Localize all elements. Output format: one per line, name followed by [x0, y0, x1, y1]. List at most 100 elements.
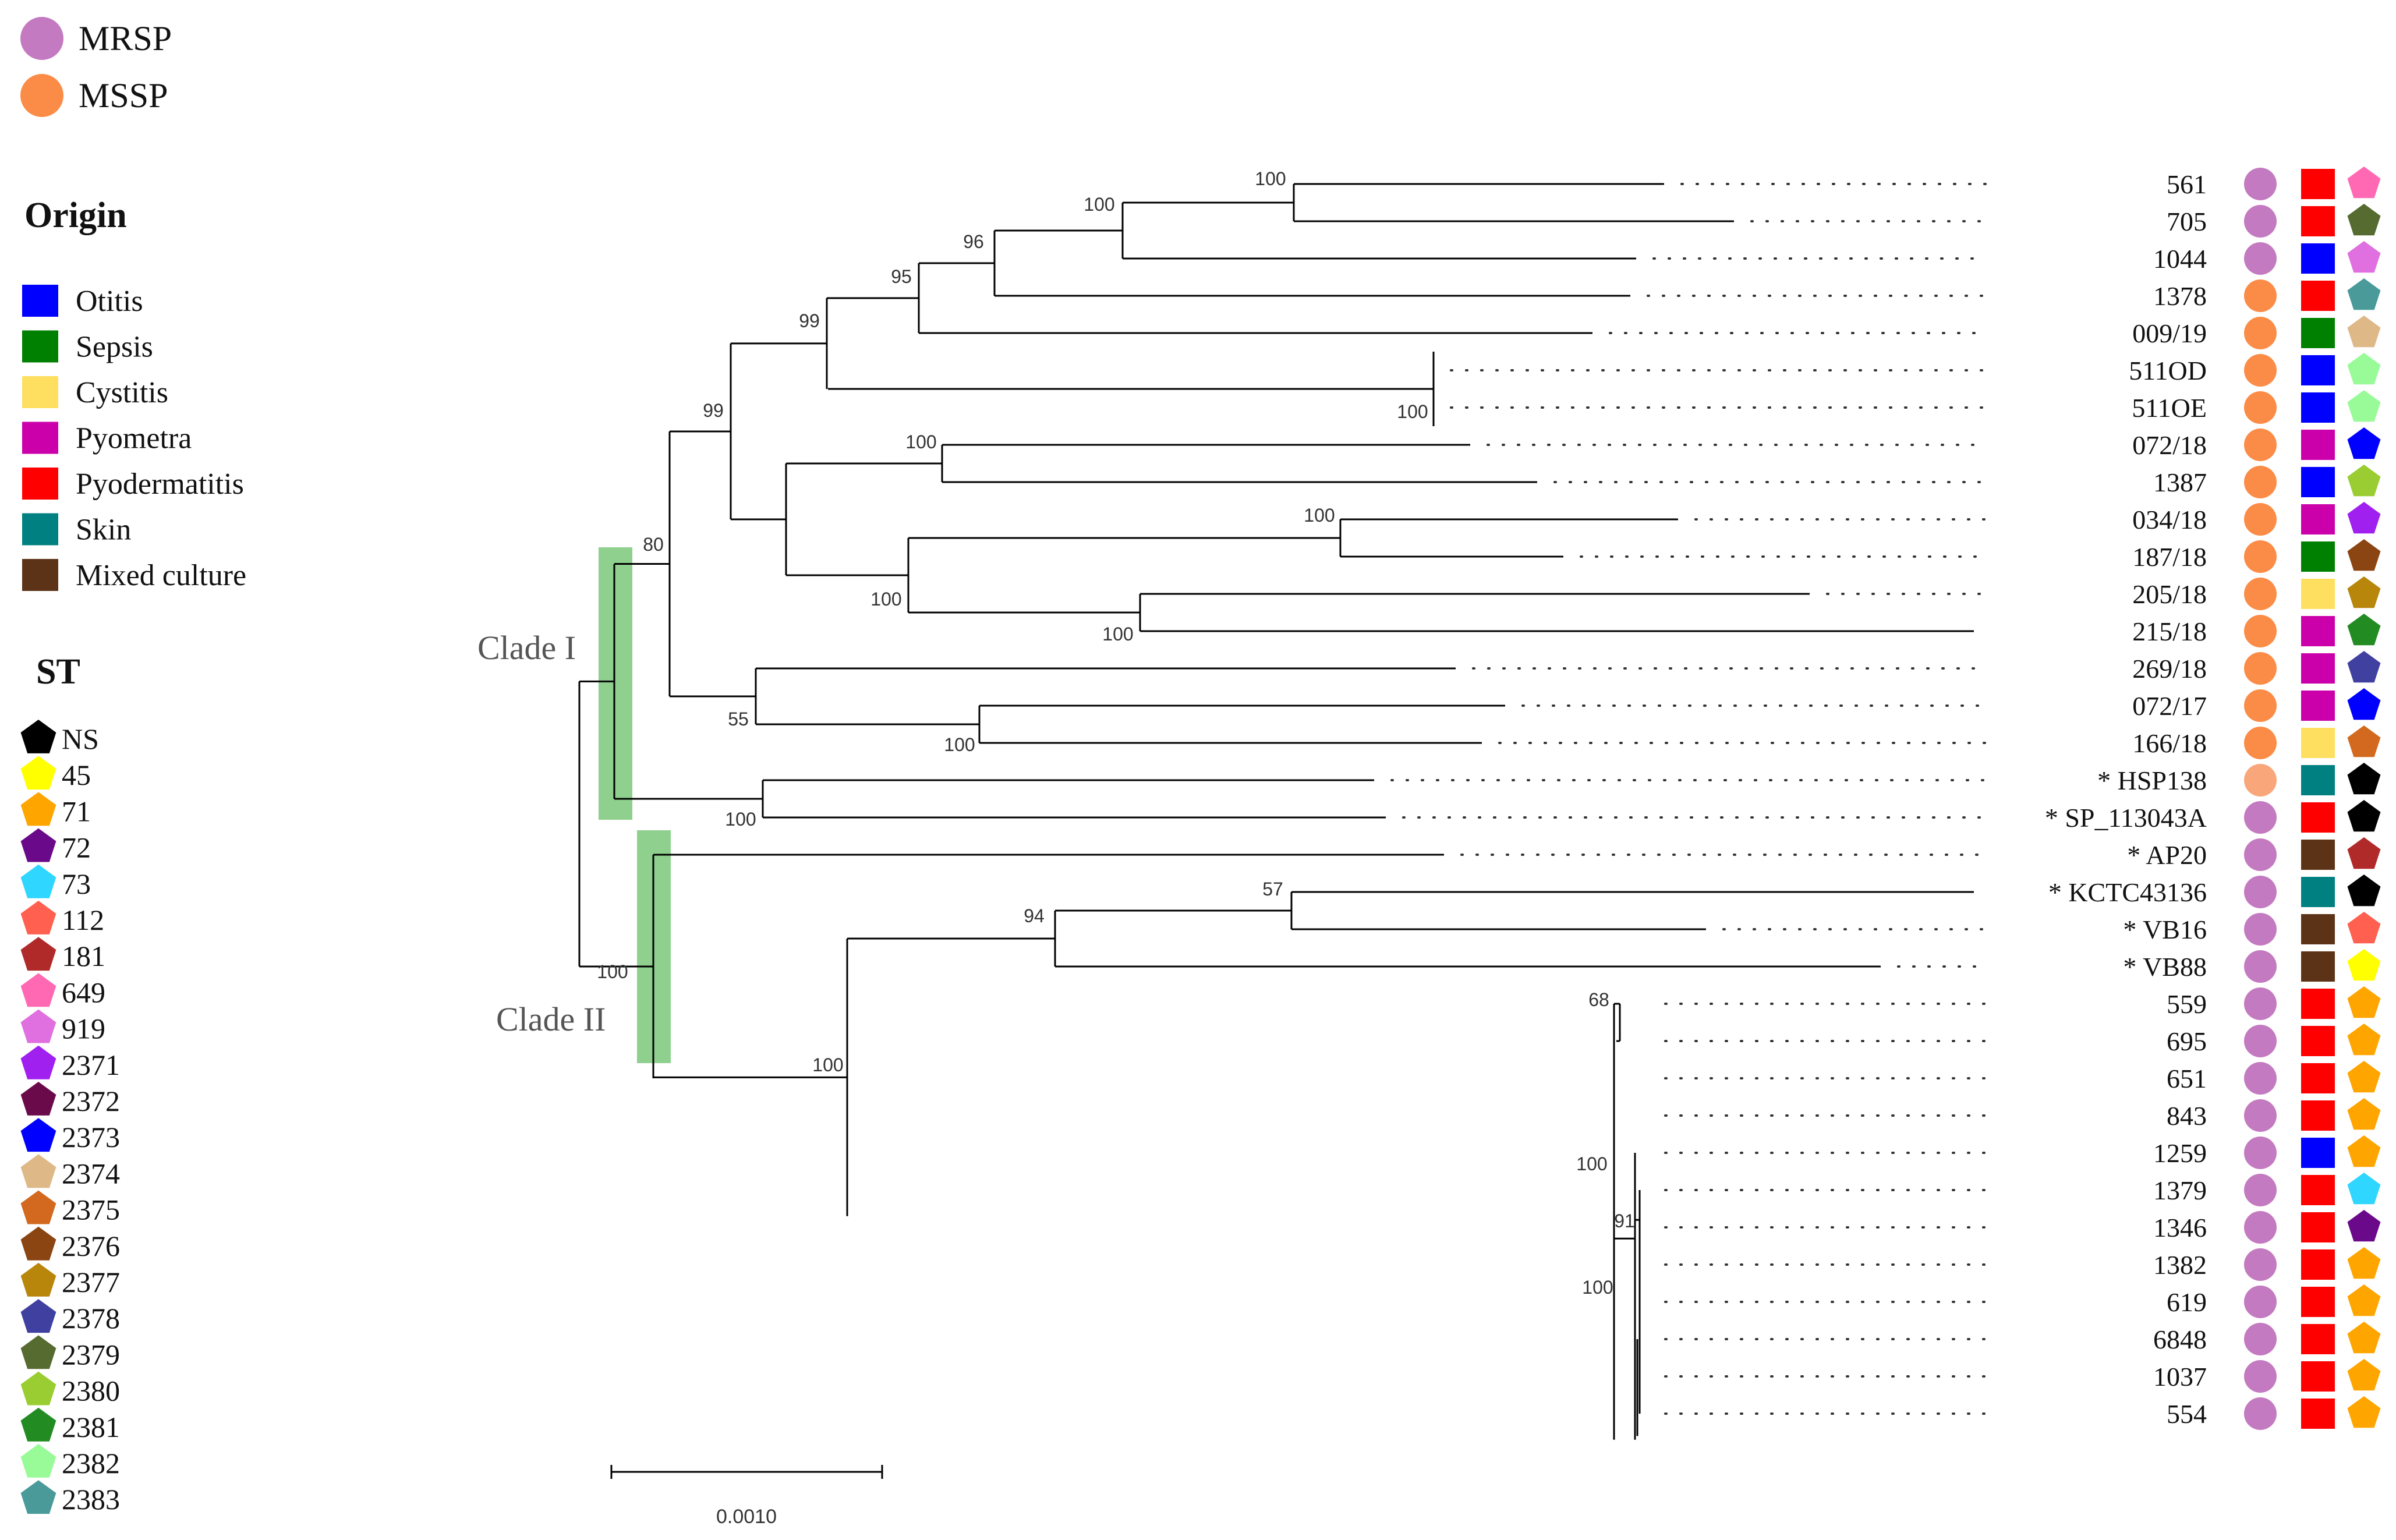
origin-marker [2301, 355, 2335, 385]
st-legend-label: 2383 [62, 1483, 120, 1516]
taxon-label: * VB16 [2123, 915, 2207, 944]
support-value: 100 [944, 734, 975, 755]
support-value: 100 [1397, 401, 1428, 422]
origin-marker [2301, 616, 2335, 646]
st-legend-swatch [20, 792, 56, 826]
st-legend-label: 2373 [62, 1121, 120, 1153]
taxon-label: 559 [2167, 989, 2207, 1019]
st-legend-label: 2380 [62, 1375, 120, 1407]
status-marker [2244, 242, 2277, 275]
st-legend-swatch [20, 1118, 56, 1152]
status-marker [2244, 391, 2277, 424]
status-marker [2244, 652, 2277, 685]
origin-marker [2301, 1324, 2335, 1354]
origin-marker [2301, 318, 2335, 348]
origin-marker [2301, 579, 2335, 609]
origin-legend-label: Sepsis [76, 331, 153, 364]
support-value: 99 [703, 400, 724, 421]
status-marker [2244, 1137, 2277, 1169]
taxon-label: 072/18 [2132, 430, 2207, 460]
status-marker [2244, 1248, 2277, 1281]
st-marker [2347, 1322, 2381, 1354]
support-value: 100 [870, 589, 901, 610]
status-marker [2244, 205, 2277, 238]
st-legend-label: 45 [62, 759, 91, 791]
support-value: 91 [1614, 1210, 1635, 1231]
st-legend-label: 73 [62, 868, 91, 900]
st-marker [2347, 241, 2381, 273]
st-legend-swatch [20, 1190, 56, 1224]
taxon-label: * HSP138 [2097, 766, 2207, 795]
origin-legend-label: Otitis [76, 285, 143, 318]
st-legend-label: 2376 [62, 1230, 120, 1262]
st-marker [2347, 167, 2381, 199]
st-legend-label: 2381 [62, 1411, 120, 1443]
taxon-label: 034/18 [2132, 505, 2207, 534]
origin-marker [2301, 802, 2335, 833]
taxon-label: 1382 [2153, 1250, 2207, 1280]
support-value: 100 [1576, 1153, 1607, 1174]
status-legend-swatch [20, 74, 63, 117]
st-legend-label: NS [62, 723, 99, 755]
support-value: 100 [905, 431, 936, 452]
origin-legend-swatch [22, 285, 58, 317]
status-marker [2244, 950, 2277, 983]
st-legend-label: 2374 [62, 1157, 120, 1189]
st-legend-swatch [20, 901, 56, 934]
origin-legend-label: Cystitis [76, 376, 168, 409]
origin-marker [2301, 1399, 2335, 1429]
origin-marker [2301, 728, 2335, 758]
taxon-label: 072/17 [2132, 691, 2207, 721]
origin-legend-swatch [22, 513, 58, 546]
origin-legend-swatch [22, 422, 58, 454]
st-legend-swatch [20, 1335, 56, 1369]
st-marker [2347, 1173, 2381, 1205]
origin-marker [2301, 1026, 2335, 1056]
st-marker [2347, 912, 2381, 944]
st-legend-label: 2382 [62, 1447, 120, 1479]
support-value: 100 [812, 1054, 843, 1075]
status-marker [2244, 801, 2277, 834]
taxon-label: 561 [2167, 169, 2207, 199]
origin-marker [2301, 765, 2335, 795]
st-legend-swatch [20, 973, 56, 1007]
taxon-label: * KCTC43136 [2048, 877, 2207, 907]
status-marker [2244, 578, 2277, 610]
taxon-label: 705 [2167, 207, 2207, 236]
status-marker [2244, 1323, 2277, 1355]
status-marker [2244, 913, 2277, 946]
origin-marker [2301, 1100, 2335, 1131]
status-marker [2244, 689, 2277, 722]
origin-marker [2301, 206, 2335, 236]
st-legend-swatch [20, 1154, 56, 1188]
taxon-label: * SP_113043A [2045, 803, 2207, 833]
status-marker [2244, 987, 2277, 1020]
origin-marker [2301, 1287, 2335, 1317]
origin-marker [2301, 877, 2335, 907]
support-value: 100 [1582, 1277, 1613, 1298]
st-legend-swatch [20, 756, 56, 790]
support-value: 100 [1304, 505, 1335, 526]
support-value: 57 [1262, 879, 1283, 900]
origin-legend-label: Pyometra [76, 422, 192, 455]
st-legend-label: 2371 [62, 1049, 120, 1081]
scale-bar-label: 0.0010 [716, 1506, 777, 1528]
st-legend-swatch [20, 828, 56, 862]
leader-dots [1390, 183, 1988, 1415]
origin-legend-swatch [22, 559, 58, 591]
support-value: 80 [643, 534, 664, 555]
st-legend-swatch [20, 1407, 56, 1442]
st-marker [2347, 427, 2381, 459]
taxon-label: 1044 [2153, 244, 2207, 274]
origin-legend-title: Origin [24, 196, 127, 235]
st-legend-label: 181 [62, 940, 105, 972]
st-legend-swatch [20, 1299, 56, 1333]
origin-marker [2301, 1249, 2335, 1280]
status-marker [2244, 1062, 2277, 1095]
status-marker [2244, 317, 2277, 349]
taxon-label: 009/19 [2132, 318, 2207, 348]
st-legend-swatch [20, 937, 56, 971]
st-marker [2347, 1396, 2381, 1428]
st-marker [2347, 278, 2381, 310]
